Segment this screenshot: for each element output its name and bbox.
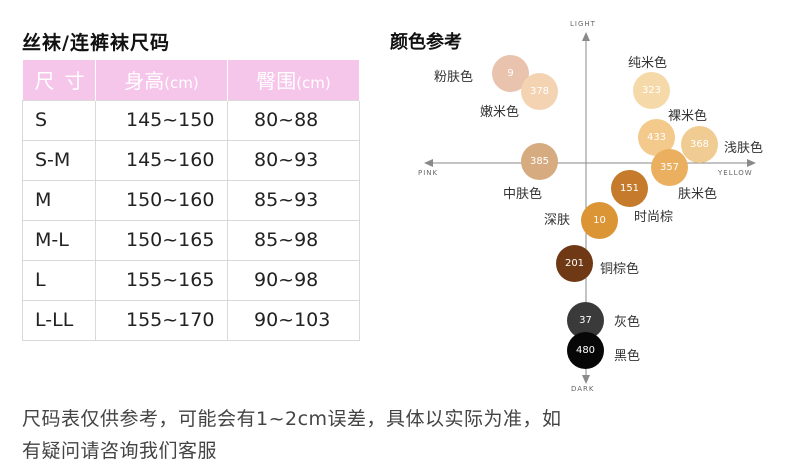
shade-code: 368 <box>689 139 710 150</box>
table-row: M 150~160 85~93 <box>22 179 360 221</box>
shade-code: 433 <box>646 132 667 143</box>
cell-size: S <box>22 99 96 141</box>
axis-label-light: LIGHT <box>570 20 596 28</box>
size-table: 尺寸 身高(cm) 臀围(cm) S 145~150 80~88 S-M 145… <box>22 60 360 341</box>
shade-code: 378 <box>529 86 550 97</box>
shade-code: 323 <box>641 85 662 96</box>
shade-swatch: 323 <box>633 72 670 109</box>
shade-code: 480 <box>575 345 596 356</box>
header-height: 身高(cm) <box>95 60 228 100</box>
cell-height: 145~160 <box>95 139 228 181</box>
shade-swatch: 368 <box>681 126 718 163</box>
axis-label-pink: PINK <box>418 169 439 177</box>
size-chart-title: 丝袜/连裤袜尺码 <box>22 32 170 54</box>
color-chart-title: 颜色参考 <box>390 32 462 53</box>
cell-size: M-L <box>22 219 96 261</box>
shade-code: 10 <box>593 215 606 226</box>
header-hip-label: 臀围 <box>256 69 297 94</box>
cell-hip: 90~98 <box>227 259 360 301</box>
shade-swatch: 10 <box>581 202 618 239</box>
dark-arrow-icon <box>582 375 590 384</box>
table-row: L-LL 155~170 90~103 <box>22 299 360 341</box>
cell-size: L <box>22 259 96 301</box>
shade-code: 9 <box>507 68 514 79</box>
cell-hip: 80~88 <box>227 99 360 141</box>
table-row: M-L 150~165 85~98 <box>22 219 360 261</box>
cell-size: L-LL <box>22 299 96 341</box>
cell-hip: 80~93 <box>227 139 360 181</box>
shade-swatch: 357 <box>651 149 688 186</box>
cell-height: 155~165 <box>95 259 228 301</box>
shade-name: 中肤色 <box>503 187 543 202</box>
table-row: S-M 145~160 80~93 <box>22 139 360 181</box>
yellow-arrow-icon <box>747 159 756 167</box>
disclaimer-note: 尺码表仅供参考，可能会有1~2cm误差，具体以实际为准，如 有疑问请咨询我们客服 <box>22 403 782 467</box>
shade-code: 151 <box>619 183 640 194</box>
cell-height: 145~150 <box>95 99 228 141</box>
shade-name: 粉肤色 <box>434 70 474 85</box>
shade-code: 37 <box>579 315 592 326</box>
cell-hip: 85~93 <box>227 179 360 221</box>
axis-label-dark: DARK <box>571 385 595 393</box>
shade-name: 嫩米色 <box>480 105 520 120</box>
shade-swatch: 151 <box>611 170 648 207</box>
shade-code: 385 <box>529 156 550 167</box>
shade-name: 铜棕色 <box>600 262 640 277</box>
pink-arrow-icon <box>424 159 433 167</box>
cell-hip: 90~103 <box>227 299 360 341</box>
shade-name: 裸米色 <box>668 109 708 124</box>
shade-swatch: 480 <box>567 332 604 369</box>
shade-code: 201 <box>564 258 585 269</box>
cell-height: 150~165 <box>95 219 228 261</box>
shade-swatch: 201 <box>556 245 593 282</box>
cell-size: M <box>22 179 96 221</box>
shade-name: 浅肤色 <box>724 141 764 156</box>
shade-name: 黑色 <box>614 349 641 364</box>
cell-height: 150~160 <box>95 179 228 221</box>
header-height-label: 身高 <box>124 69 165 94</box>
shade-swatch: 385 <box>521 143 558 180</box>
cell-hip: 85~98 <box>227 219 360 261</box>
cell-height: 155~170 <box>95 299 228 341</box>
shade-name: 深肤 <box>544 213 571 228</box>
shade-name: 灰色 <box>614 315 641 330</box>
shade-code: 357 <box>659 162 680 173</box>
cell-size: S-M <box>22 139 96 181</box>
disclaimer-line-2: 有疑问请咨询我们客服 <box>22 440 218 462</box>
axis-label-yellow: YELLOW <box>718 169 753 177</box>
size-table-header-row: 尺寸 身高(cm) 臀围(cm) <box>22 60 360 100</box>
shade-name: 纯米色 <box>628 56 668 71</box>
disclaimer-line-1: 尺码表仅供参考，可能会有1~2cm误差，具体以实际为准，如 <box>22 408 562 430</box>
header-size: 尺寸 <box>22 60 96 100</box>
shade-name: 肤米色 <box>678 187 718 202</box>
shade-name: 时尚棕 <box>634 210 674 225</box>
color-chart: LIGHT DARK PINK YELLOW 9 粉肤色 378 嫩米色 323… <box>400 15 790 400</box>
light-arrow-icon <box>582 32 590 41</box>
header-height-unit: (cm) <box>164 74 199 93</box>
shade-swatch: 378 <box>521 73 558 110</box>
table-row: S 145~150 80~88 <box>22 99 360 141</box>
table-row: L 155~165 90~98 <box>22 259 360 301</box>
header-hip-unit: (cm) <box>296 74 331 93</box>
header-hip: 臀围(cm) <box>227 60 360 100</box>
